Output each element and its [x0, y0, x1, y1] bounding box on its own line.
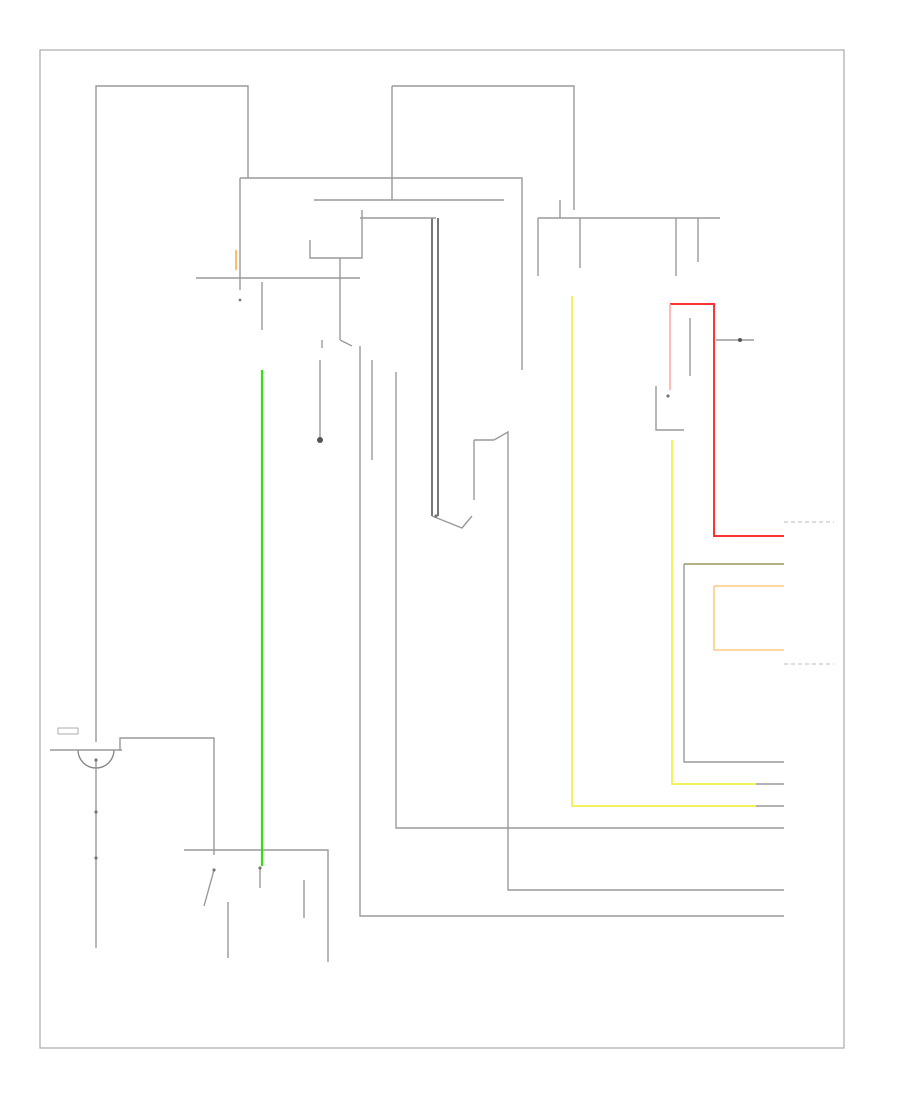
clutch-switch — [431, 514, 473, 529]
ecm-fuse-box — [537, 200, 720, 276]
yellow-signal-wire — [571, 296, 756, 807]
orange-wire — [713, 585, 784, 651]
ecm-module — [655, 386, 684, 431]
right-switch-wire — [493, 430, 756, 891]
relay-output-wire-2 — [359, 346, 756, 917]
diagram-border — [39, 49, 845, 1049]
right-connector-box — [784, 521, 834, 665]
starter-motor-area — [184, 849, 329, 962]
relay-output-wire-3 — [395, 372, 756, 829]
red-power-wire — [670, 303, 784, 537]
yellow-ecm-wire — [671, 440, 756, 785]
right-terminal-block — [756, 761, 784, 917]
battery-area — [50, 727, 215, 948]
battery-main-wire — [95, 85, 249, 742]
battery-bus-wire — [240, 177, 523, 370]
top-right-wire — [392, 85, 575, 210]
starter-relay — [196, 199, 504, 348]
olive-return-wire — [683, 564, 756, 763]
